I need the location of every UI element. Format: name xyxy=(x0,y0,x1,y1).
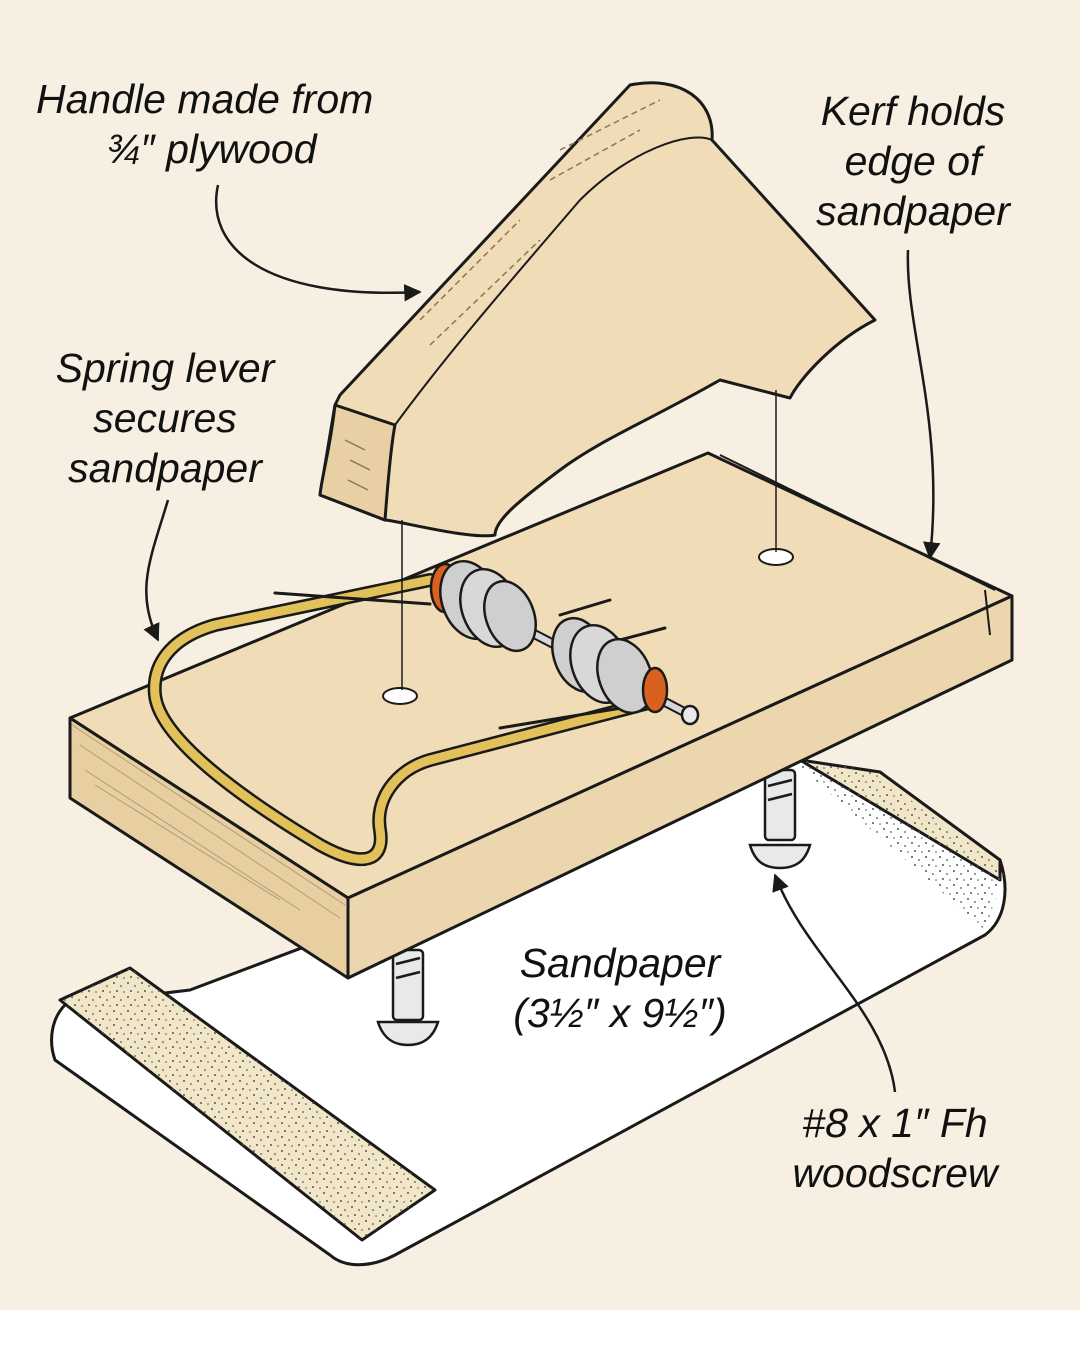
spring-callout-line-1: Spring lever xyxy=(55,345,275,391)
screw-leader-arrow xyxy=(772,873,897,1093)
sandpaper-callout-line-1: Sandpaper xyxy=(519,940,721,986)
screw-callout-line-2: woodscrew xyxy=(792,1150,998,1196)
handle-leader-arrow xyxy=(214,184,422,302)
handle-callout-line-2: ¾″ plywood xyxy=(106,126,317,172)
screw-callout: #8 x 1″ Fh woodscrew xyxy=(770,1098,1020,1198)
sandpaper-sheet xyxy=(50,758,1007,1267)
sandpaper-callout-line-2: (3½″ x 9½″) xyxy=(513,990,727,1036)
kerf-leader-arrow xyxy=(906,249,941,560)
spring-leader-arrow xyxy=(143,499,170,642)
handle-callout: Handle made from ¾″ plywood xyxy=(36,74,373,174)
handle-piece xyxy=(318,81,877,538)
spring-callout: Spring lever secures sandpaper xyxy=(38,343,292,493)
spring-coils xyxy=(429,559,700,726)
exploded-illustration xyxy=(50,81,1014,1267)
base-block xyxy=(68,451,1014,980)
sanding-block-diagram: Handle made from ¾″ plywood Kerf holds e… xyxy=(0,0,1080,1310)
leader-arrows xyxy=(143,184,941,1093)
kerf-callout-line-3: sandpaper xyxy=(816,188,1010,234)
sandpaper-callout: Sandpaper (3½″ x 9½″) xyxy=(480,938,760,1038)
spring-callout-line-3: sandpaper xyxy=(68,445,262,491)
kerf-callout-line-1: Kerf holds xyxy=(820,88,1006,134)
spring-callout-line-2: secures xyxy=(93,395,237,441)
kerf-callout-line-2: edge of xyxy=(844,138,982,184)
woodscrew-rear xyxy=(748,768,812,870)
kerf-callout: Kerf holds edge of sandpaper xyxy=(795,86,1031,236)
handle-callout-line-1: Handle made from xyxy=(36,76,374,122)
screw-callout-line-1: #8 x 1″ Fh xyxy=(802,1100,988,1146)
